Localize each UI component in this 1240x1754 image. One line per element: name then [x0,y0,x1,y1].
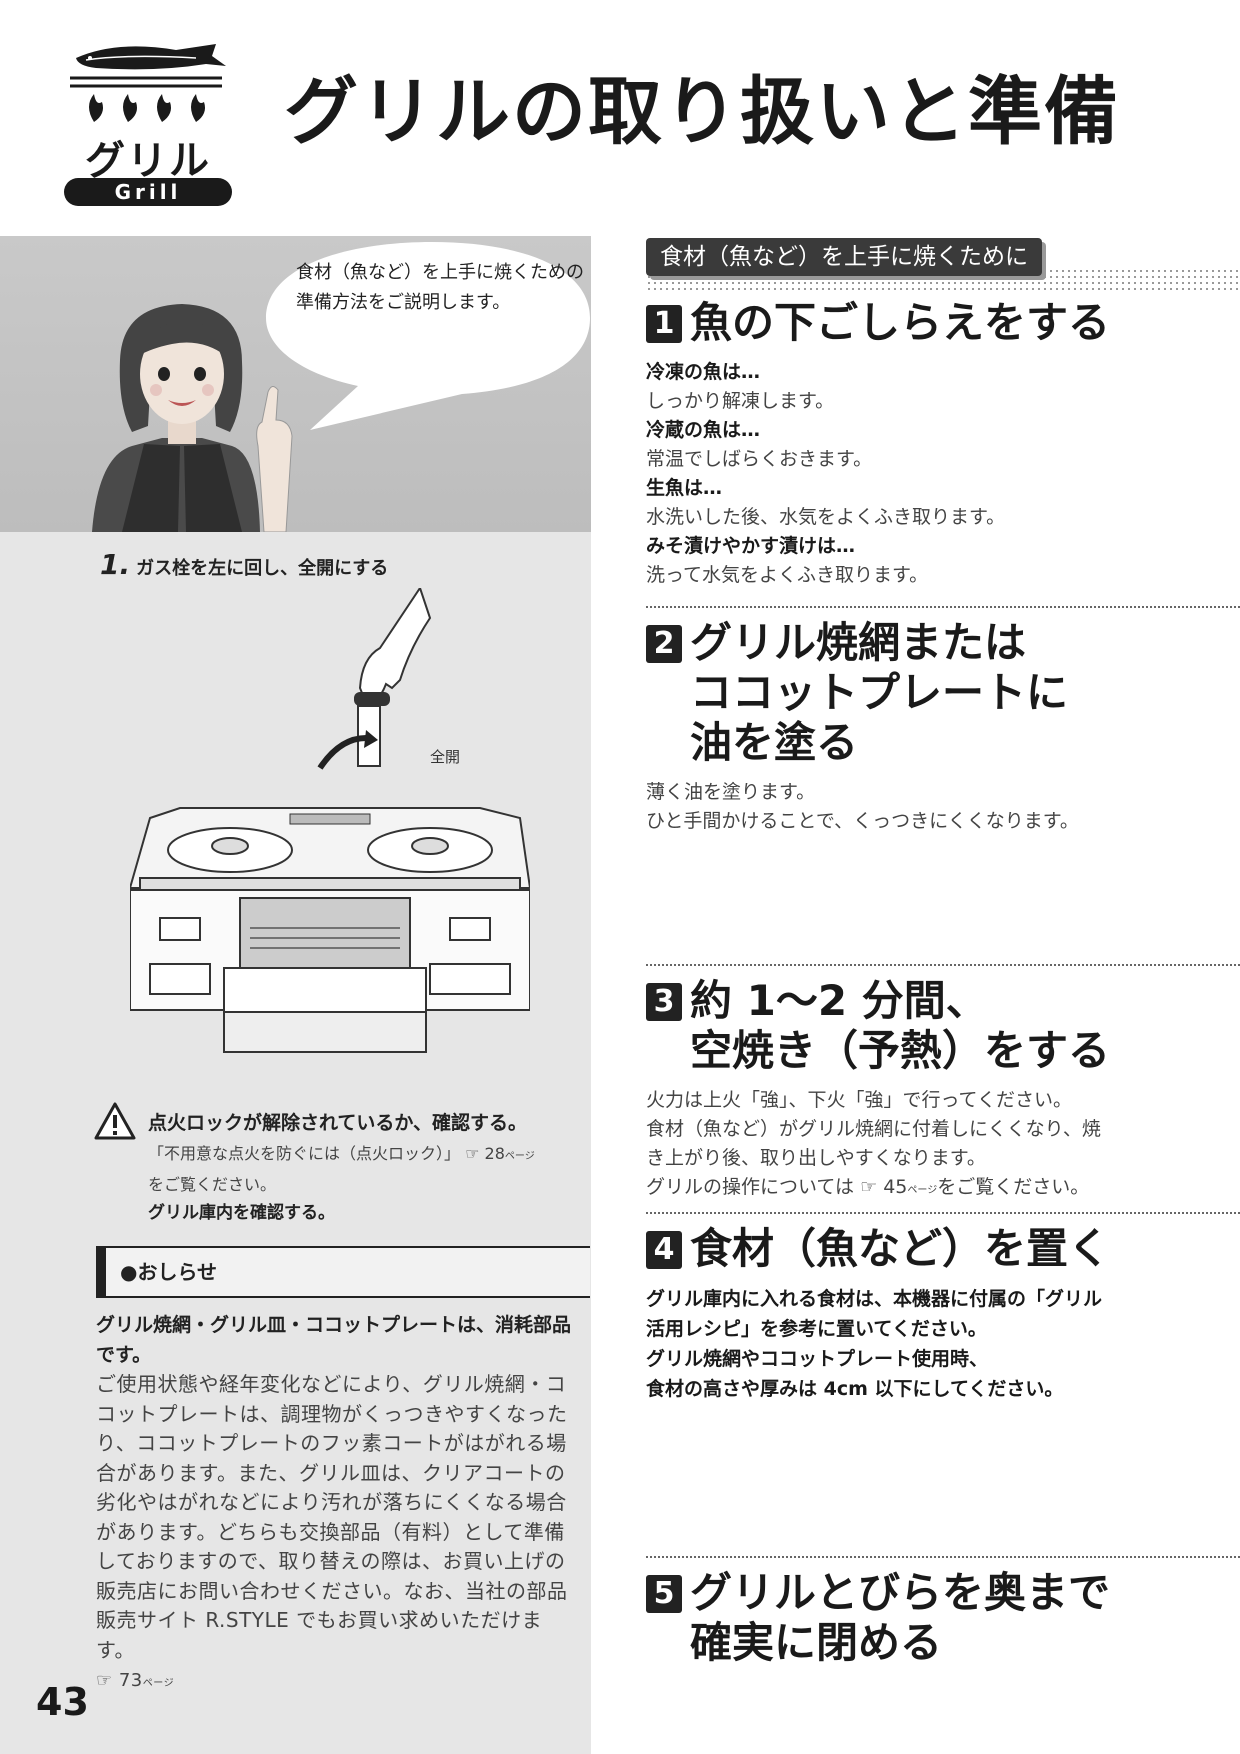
section-3-number: 3 [646,983,682,1021]
item-text: 水洗いした後、水気をよくふき取ります。 [646,506,1006,528]
body-line: 薄く油を塗ります。 [646,781,816,803]
page-number: 43 [36,1680,89,1724]
section-3-title-line: 空焼き（予熱）をする [690,1026,1111,1075]
section-divider [646,964,1240,966]
ref-pre: グリルの操作については [646,1176,855,1198]
notice-pageref-unit: ページ [142,1678,175,1689]
section-divider [646,606,1240,608]
body-line: き上がり後、取り出しやすくなります。 [646,1147,986,1169]
section-2-title-line: ココットプレートに [690,668,1069,717]
section-2-title-line: グリル焼網または [690,618,1027,667]
body-line: 食材の高さや厚みは 4cm 以下にしてください。 [646,1378,1064,1400]
body-line: 火力は上火「強」、下火「強」で行ってください。 [646,1089,1072,1111]
section-1-body: 冷凍の魚は… しっかり解凍します。 冷蔵の魚は… 常温でしばらくおきます。 生魚… [646,358,1240,590]
section-5-title-line: グリルとびらを奥まで [690,1568,1111,1617]
section-2-body: 薄く油を塗ります。 ひと手間かけることで、くっつきにくくなります。 [646,778,1240,836]
valve-label: 全開 [430,748,460,766]
body-line: ひと手間かけることで、くっつきにくくなります。 [646,810,1079,832]
section-5: 5 グリルとびらを奥まで 確実に閉める [646,1568,1240,1668]
pageref-number: 28 [484,1144,505,1163]
section-4-body: グリル庫内に入れる食材は、本機器に付属の「グリル 活用レシピ」を参考に置いてくだ… [646,1284,1240,1404]
notice-pageref-number: 73 [118,1670,143,1691]
fish-icon [70,44,226,122]
warning-body-2: をご覧ください。 [148,1175,277,1194]
item-head: 冷蔵の魚は… [646,419,761,441]
section-5-title-line: 確実に閉める [690,1618,943,1667]
item-text: 常温でしばらくおきます。 [646,448,873,470]
pageref-number: 45 [883,1176,908,1198]
bubble-text: 食材（魚など）を上手に焼くための準備方法をご説明します。 [296,262,584,313]
warning-body: 「不用意な点火を防ぐには（点火ロック）」 ☞ 28ページ をご覧ください。 グリ… [148,1140,578,1227]
pageref-icon: ☞ [860,1176,878,1198]
section-3-body: 火力は上火「強」、下火「強」で行ってください。 食材（魚など）がグリル焼網に付着… [646,1086,1240,1205]
section-tab: 食材（魚など）を上手に焼くために [646,238,1042,276]
ref-post: をご覧ください。 [937,1176,1090,1198]
section-1-heading: 1 魚の下ごしらえをする [646,298,1240,348]
notice-body: ご使用状態や経年変化などにより、グリル焼網・ココットプレートは、調理物がくっつき… [96,1370,576,1699]
section-2: 2 グリル焼網または ココットプレートに 油を塗る 薄く油を塗ります。 ひと手間… [646,618,1240,836]
body-line: グリル焼網やココットプレート使用時、 [646,1348,989,1370]
gas-stove-illustration: 全開 [130,588,530,1053]
pageref-unit: ページ [907,1185,938,1196]
warning-triangle-icon [94,1102,136,1140]
pageref-icon: ☞ [465,1144,480,1163]
section-2-title-line: 油を塗る [690,718,859,767]
section-2-heading: 2 グリル焼網または ココットプレートに 油を塗る [646,618,1240,768]
logo-text: グリル [85,138,211,184]
section-4: 4 食材（魚など）を置く グリル庫内に入れる食材は、本機器に付属の「グリル 活用… [646,1224,1240,1404]
section-4-heading: 4 食材（魚など）を置く [646,1224,1240,1274]
item-head: みそ漬けやかす漬けは… [646,535,856,557]
step-1-text: ガス栓を左に回し、全開にする [136,558,389,579]
body-line: 食材（魚など）がグリル焼網に付着しにくくなり、焼 [646,1118,1101,1140]
item-head: 冷凍の魚は… [646,361,761,383]
notice-body-text: ご使用状態や経年変化などにより、グリル焼網・ココットプレートは、調理物がくっつき… [96,1372,568,1662]
step-1-number: 1. [100,548,131,581]
notice-pageref: ☞ 73ページ [96,1670,175,1691]
item-text: しっかり解凍します。 [646,390,835,412]
warning-heading: 点火ロックが解除されているか、確認する。 [148,1112,528,1134]
body-line-ref: グリルの操作については ☞ 45ページをご覧ください。 [646,1173,1240,1205]
section-divider [646,1556,1240,1558]
woman-illustration [92,304,293,532]
warning-body-3: グリル庫内を確認する。 [148,1203,335,1223]
body-line: グリル庫内に入れる食材は、本機器に付属の「グリル [646,1288,1103,1310]
section-3-heading: 3 約 1～2 分間、 空焼き（予熱）をする [646,976,1240,1076]
warning-body-1: 「不用意な点火を防ぐには（点火ロック）」 [148,1144,461,1163]
step-1: 1.ガス栓を左に回し、全開にする [100,548,388,581]
logo-sub: Grill [64,178,232,206]
section-2-number: 2 [646,625,682,663]
section-1: 1 魚の下ごしらえをする 冷凍の魚は… しっかり解凍します。 冷蔵の魚は… 常温… [646,298,1240,590]
section-5-number: 5 [646,1575,682,1613]
speech-bubble [266,242,590,430]
page-title: グリルの取り扱いと準備 [284,69,1120,155]
section-1-title: 魚の下ごしらえをする [690,298,1111,347]
grill-logo: グリル Grill [58,30,238,206]
body-line: 活用レシピ」を参考に置いてください。 [646,1318,987,1340]
item-head: 生魚は… [646,477,723,499]
section-divider [646,1212,1240,1214]
section-4-number: 4 [646,1231,682,1269]
notice-heading: ●おしらせ [96,1246,590,1298]
notice-bold: グリル焼網・グリル皿・ココットプレートは、消耗部品です。 [96,1314,572,1366]
section-5-heading: 5 グリルとびらを奥まで 確実に閉める [646,1568,1240,1668]
pageref-unit: ページ [504,1151,535,1162]
section-3: 3 約 1～2 分間、 空焼き（予熱）をする 火力は上火「強」、下火「強」で行っ… [646,976,1240,1205]
section-1-number: 1 [646,305,682,343]
section-3-title-line: 約 1～2 分間、 [690,976,988,1025]
item-text: 洗って水気をよくふき取ります。 [646,564,929,586]
section-4-title: 食材（魚など）を置く [690,1224,1111,1273]
